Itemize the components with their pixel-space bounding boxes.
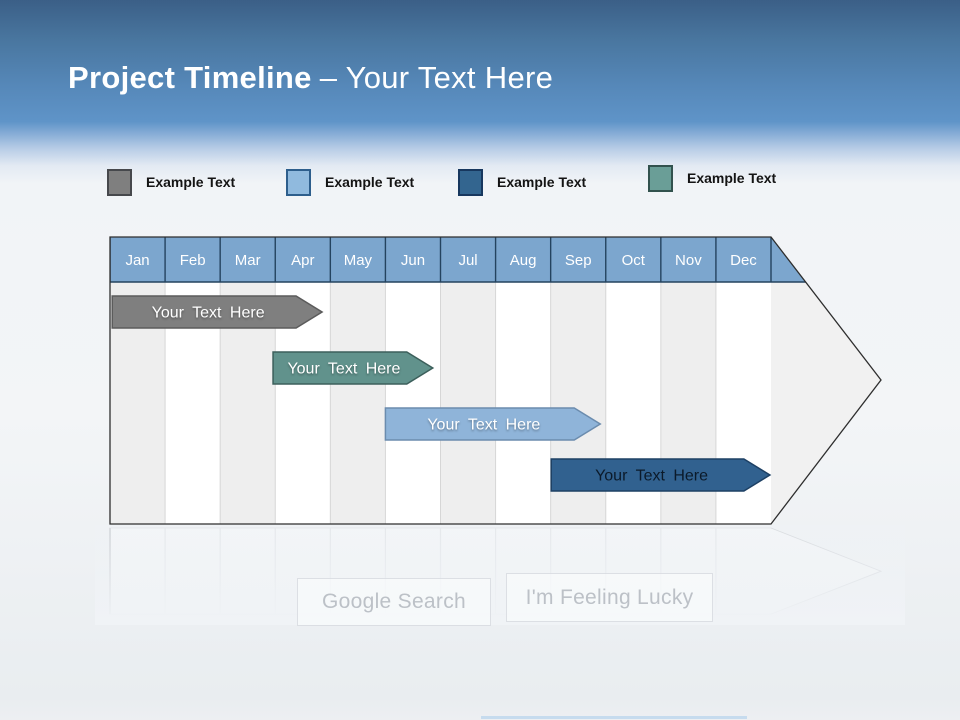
legend-swatch-icon <box>458 168 483 196</box>
bar-label: Your Text Here <box>152 305 265 322</box>
legend-swatch-icon <box>107 168 132 196</box>
month-label: Apr <box>291 252 314 269</box>
legend-item: Example Text <box>107 167 235 197</box>
month-label: May <box>344 252 373 269</box>
month-label: Oct <box>622 252 646 269</box>
month-label: Mar <box>235 252 261 269</box>
timeline-bar: Your Text Here <box>272 351 435 385</box>
month-label: Sep <box>565 252 592 269</box>
bar-label: Your Text Here <box>427 417 540 434</box>
legend-label: Example Text <box>497 174 587 190</box>
google-search-button: Google Search <box>297 578 491 626</box>
timeline-bar: Your Text Here <box>384 407 602 441</box>
background-artifact <box>481 716 747 719</box>
timeline-bar: Your Text Here <box>111 295 324 329</box>
month-label: Feb <box>180 252 206 269</box>
month-label: Aug <box>510 252 537 269</box>
month-header-row <box>110 237 881 282</box>
legend-swatch-icon <box>648 164 673 192</box>
title-placeholder: – Your Text Here <box>319 60 554 95</box>
month-label: Jun <box>401 252 425 269</box>
legend-label: Example Text <box>146 174 236 190</box>
legend-item: Example Text <box>286 167 414 197</box>
slide-title: Project Timeline– Your Text Here <box>68 60 553 96</box>
legend-item: Example Text <box>458 167 586 197</box>
month-label: Jan <box>125 252 149 269</box>
google-watermark: Google Search I'm Feeling Lucky <box>0 572 960 632</box>
legend-item: Example Text <box>648 163 776 193</box>
title-emphasis: Project Timeline <box>68 60 312 95</box>
timeline-bar: Your Text Here <box>550 458 772 492</box>
legend-swatch-icon <box>286 168 311 196</box>
feeling-lucky-button: I'm Feeling Lucky <box>506 573 713 622</box>
month-label: Jul <box>458 252 477 269</box>
legend-label: Example Text <box>687 170 777 186</box>
legend-label: Example Text <box>325 174 415 190</box>
month-label: Nov <box>675 252 702 269</box>
month-label: Dec <box>730 252 757 269</box>
bar-label: Your Text Here <box>595 468 708 485</box>
bar-label: Your Text Here <box>287 361 400 378</box>
